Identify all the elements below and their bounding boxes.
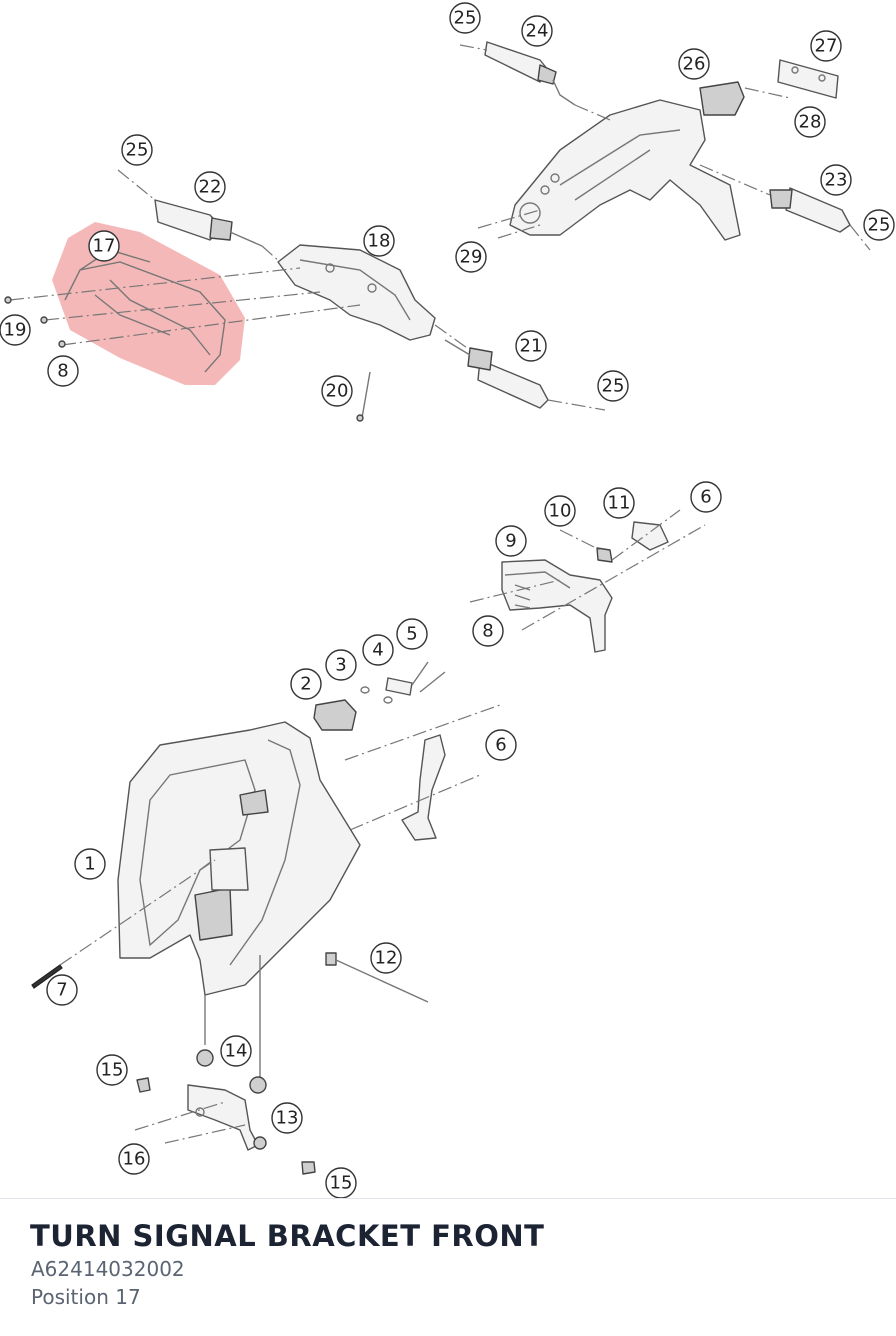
svg-text:26: 26 [683,54,706,75]
svg-text:17: 17 [93,236,116,257]
cable-tie-clip-drawing [356,371,371,422]
svg-text:8: 8 [482,621,493,642]
parts-diagram: 25 24 26 27 28 25 22 23 25 17 18 29 19 8… [0,2,895,1198]
svg-text:28: 28 [799,112,822,133]
headlight-mask-drawing [117,721,361,1080]
turn-signal-bracket-front-highlighted[interactable] [52,222,245,385]
headlight-bracket-drawing [277,244,436,341]
bracket-9-drawing [501,559,613,653]
svg-text:15: 15 [101,1060,124,1081]
svg-text:24: 24 [526,21,549,42]
svg-text:18: 18 [368,231,391,252]
svg-text:13: 13 [276,1108,299,1129]
reflector-plate-drawing [777,59,839,99]
turn-signal-rear-right-drawing [769,187,851,233]
svg-text:21: 21 [520,336,543,357]
callout-21[interactable]: 21 [515,330,547,362]
callout-26[interactable]: 26 [678,48,710,80]
svg-text:25: 25 [868,215,891,236]
clip-10-drawing [596,547,613,563]
part-number: A62414032002 [31,1257,185,1281]
svg-text:3: 3 [335,655,346,676]
callout-29[interactable]: 29 [455,241,487,273]
svg-text:7: 7 [56,980,67,1001]
svg-text:8: 8 [57,361,68,382]
callout-9[interactable]: 9 [495,525,527,557]
callout-22[interactable]: 22 [194,171,226,203]
callout-11[interactable]: 11 [603,487,635,519]
bracket-11-drawing [631,521,669,551]
part-info-panel: TURN SIGNAL BRACKET FRONT A62414032002 P… [0,1198,896,1336]
svg-text:11: 11 [608,493,631,514]
screw-7-drawing [31,859,216,989]
callout-6-mid[interactable]: 6 [485,729,517,761]
cable-tie-12-drawing [325,952,429,1003]
svg-text:6: 6 [700,487,711,508]
svg-text:25: 25 [454,8,477,29]
callout-25-right[interactable]: 25 [863,209,895,241]
callout-13[interactable]: 13 [271,1102,303,1134]
callout-1[interactable]: 1 [74,848,106,880]
callout-12[interactable]: 12 [370,942,402,974]
callout-17-selected[interactable]: 17 [88,230,120,262]
callout-18[interactable]: 18 [363,225,395,257]
callout-2[interactable]: 2 [290,668,322,700]
svg-text:29: 29 [460,247,483,268]
svg-text:20: 20 [326,381,349,402]
mount-bracket-6-drawing [401,734,446,841]
svg-text:25: 25 [126,140,149,161]
callout-15-bottom[interactable]: 15 [325,1167,357,1198]
lower-bracket-group-drawing [134,1049,316,1175]
part-name: TURN SIGNAL BRACKET FRONT [30,1219,545,1253]
svg-text:6: 6 [495,735,506,756]
callout-4[interactable]: 4 [362,634,394,666]
svg-text:15: 15 [330,1173,353,1194]
svg-text:19: 19 [4,320,27,341]
part-position: Position 17 [31,1285,141,1309]
callout-25-bottom[interactable]: 25 [597,370,629,402]
callout-16[interactable]: 16 [118,1143,150,1175]
licence-plate-lamp-drawing [699,81,745,116]
rear-subframe-drawing [509,99,741,241]
svg-text:27: 27 [815,36,838,57]
headlight-connector-group-drawing [313,661,446,731]
callout-25-left[interactable]: 25 [121,134,153,166]
svg-text:5: 5 [406,624,417,645]
svg-text:25: 25 [602,376,625,397]
callout-10[interactable]: 10 [544,495,576,527]
callout-25-top[interactable]: 25 [449,2,481,34]
svg-text:4: 4 [372,640,383,661]
turn-signal-front-right-drawing [444,339,549,409]
callout-19[interactable]: 19 [0,314,31,346]
callout-20[interactable]: 20 [321,375,353,407]
callout-8-top[interactable]: 8 [47,355,79,387]
highlight-glow [52,222,245,385]
callout-24[interactable]: 24 [521,15,553,47]
svg-text:10: 10 [549,501,572,522]
svg-text:22: 22 [199,177,222,198]
callout-28[interactable]: 28 [794,106,826,138]
svg-text:23: 23 [825,170,848,191]
callout-3[interactable]: 3 [325,649,357,681]
callout-8-mid[interactable]: 8 [472,615,504,647]
callout-15-left[interactable]: 15 [96,1054,128,1086]
svg-text:1: 1 [84,854,95,875]
svg-text:9: 9 [505,531,516,552]
callout-14[interactable]: 14 [220,1035,252,1067]
svg-text:12: 12 [375,948,398,969]
callout-7[interactable]: 7 [46,974,78,1006]
turn-signal-rear-left-drawing [484,41,576,106]
svg-text:16: 16 [123,1149,146,1170]
turn-signal-front-left-drawing [154,199,263,247]
callout-27[interactable]: 27 [810,30,842,62]
callout-5[interactable]: 5 [396,618,428,650]
callout-6-top[interactable]: 6 [690,481,722,513]
callout-23[interactable]: 23 [820,164,852,196]
svg-text:2: 2 [300,674,311,695]
svg-text:14: 14 [225,1041,248,1062]
